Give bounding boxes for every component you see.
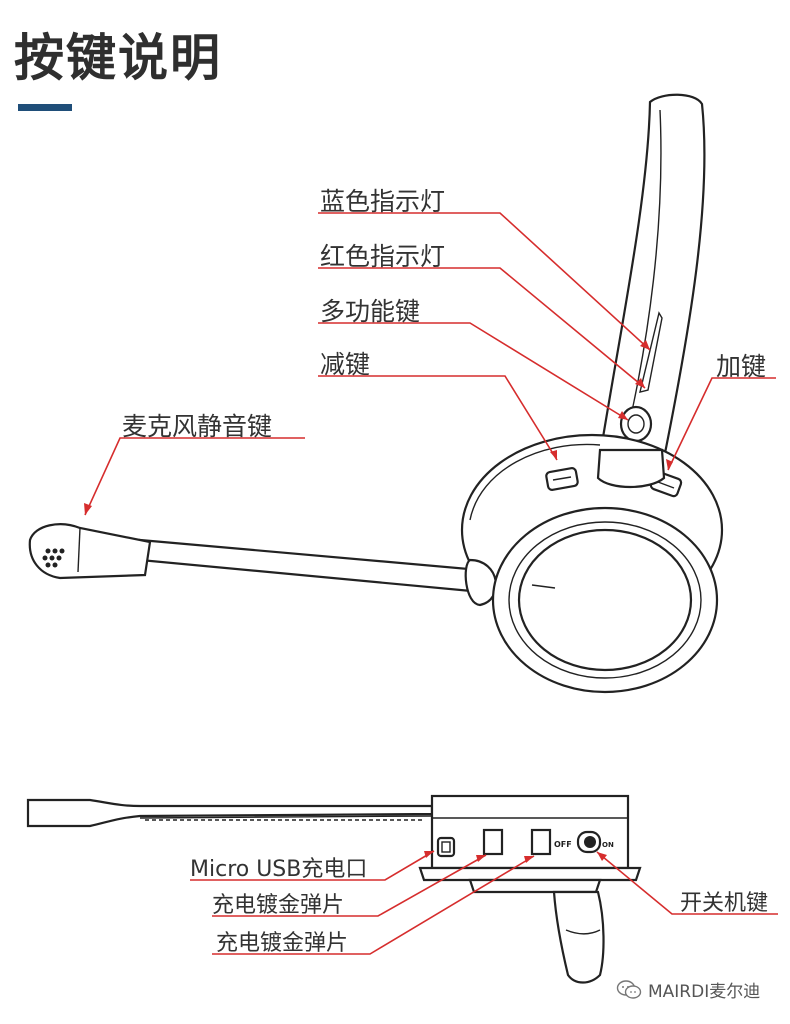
label-volume-down: 减键 [320, 350, 371, 379]
wechat-icon [616, 979, 642, 999]
leader-mic-mute [84, 437, 305, 516]
indicator-slot [639, 311, 663, 393]
headset-side-view: OFF ON [26, 794, 642, 984]
side-mic-boom [26, 798, 434, 828]
mic-boom [138, 538, 484, 594]
switch-off-text: OFF [554, 840, 572, 849]
leader-power-switch [596, 851, 778, 915]
bottom-leaders [190, 850, 778, 955]
gold-contact-2 [530, 828, 552, 856]
label-mic-mute: 麦克风静音键 [122, 412, 273, 441]
label-volume-up: 加键 [716, 352, 767, 381]
mic-mute-button [42, 548, 65, 568]
mic-head [28, 523, 152, 580]
leader-micro-usb [190, 850, 435, 881]
top-leaders [84, 212, 776, 516]
label-gold-contact-2: 充电镀金弹片 [216, 931, 349, 956]
earcup-cushion [517, 528, 693, 672]
leader-volume-down [318, 375, 558, 461]
side-headband [552, 890, 605, 984]
headset-top-view [28, 93, 724, 694]
page-title: 按键说明 [14, 29, 222, 87]
leader-red-indicator [318, 267, 646, 389]
watermark: MAIRDI麦尔迪 [616, 977, 760, 1002]
title-underline [18, 104, 72, 111]
gold-contact-1 [482, 828, 504, 856]
leader-gold-contact-1 [212, 854, 487, 917]
label-blue-indicator: 蓝色指示灯 [320, 187, 446, 216]
switch-on-text: ON [602, 841, 614, 849]
label-micro-usb: Micro USB充电口 [190, 857, 368, 882]
mic-boom-joint [464, 558, 498, 607]
multifunction-button [619, 405, 653, 443]
leader-multifunction [318, 322, 629, 421]
leader-blue-indicator [318, 212, 651, 351]
leader-gold-contact-2 [212, 855, 535, 955]
leader-volume-up [667, 377, 776, 471]
label-power-switch: 开关机键 [680, 891, 769, 916]
label-gold-contact-1: 充电镀金弹片 [212, 893, 345, 918]
watermark-text: MAIRDI麦尔迪 [648, 982, 761, 1002]
headband [596, 93, 706, 470]
label-multifunction-key: 多功能键 [320, 297, 421, 326]
label-red-indicator: 红色指示灯 [320, 242, 446, 271]
side-base-plate [418, 866, 642, 882]
headband-hinge [596, 448, 666, 488]
